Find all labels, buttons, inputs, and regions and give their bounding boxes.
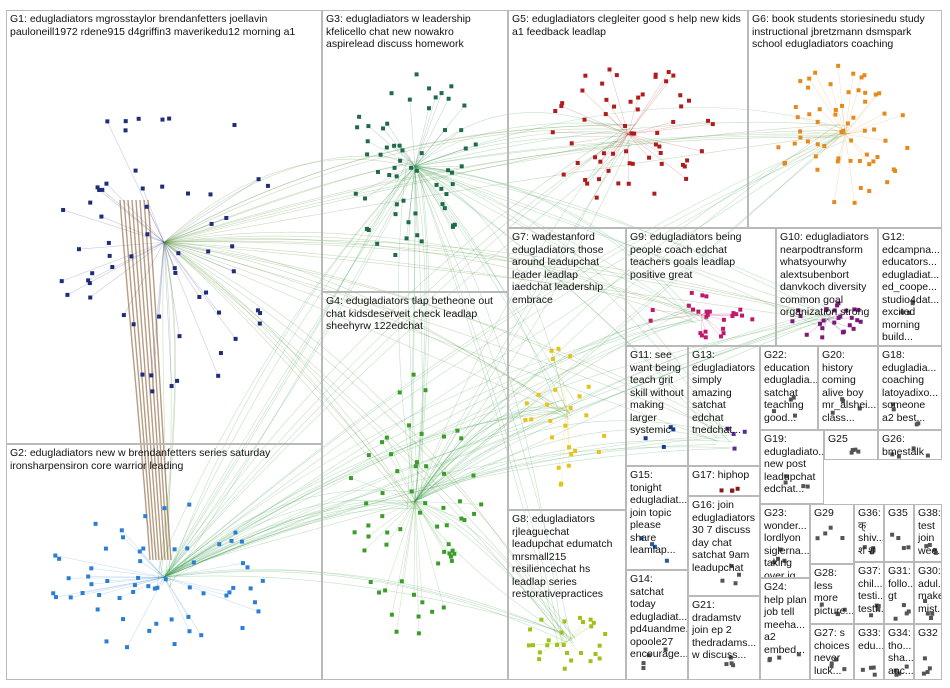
group-box-g26: G26: bmestalk bbox=[878, 430, 942, 460]
group-box-g33: G33: edu... bbox=[854, 624, 884, 680]
group-box-g15: G15: tonight edugladiat... join topic pl… bbox=[626, 466, 688, 570]
group-label-g16: G16: join edugladiators 30 7 discuss day… bbox=[692, 499, 757, 574]
group-box-g16: G16: join edugladiators 30 7 discuss day… bbox=[688, 496, 760, 596]
group-box-g36: G36: क् shiv... श श bbox=[854, 504, 884, 562]
group-label-g6: G6: book students storiesinedu study ins… bbox=[752, 13, 939, 51]
group-label-g23: G23: wonder... lordlyon siglerna... taki… bbox=[764, 507, 807, 578]
group-box-g7: G7: wadestanford edugladiators those aro… bbox=[508, 228, 626, 510]
group-label-g27: G27: s choices never luck... bbox=[814, 627, 851, 677]
group-label-g18: G18: edugladia... coaching latoyadixo...… bbox=[882, 349, 939, 424]
group-box-g12: G12: edcampna... educators... edugladiat… bbox=[878, 228, 942, 346]
group-label-g33: G33: edu... bbox=[858, 627, 881, 652]
group-box-g24: G24: help plan job tell meeha... a2 embe… bbox=[760, 578, 810, 680]
group-box-g23: G23: wonder... lordlyon siglerna... taki… bbox=[760, 504, 810, 578]
group-label-g19: G19: edugladiato... new post leadupchat … bbox=[764, 433, 821, 496]
group-box-g1: G1: edugladiators mgrosstaylor brendanfe… bbox=[6, 10, 322, 444]
group-label-g14: G14: satchat today edugladiat... pd4uand… bbox=[630, 573, 685, 661]
group-box-g29: G29 bbox=[810, 504, 854, 564]
group-box-g8: G8: edugladiators rjleaguechat leadupcha… bbox=[508, 510, 626, 680]
group-box-g38: G38: test join wee... bbox=[914, 504, 942, 562]
group-label-g31: G31: follo... gt bbox=[888, 565, 911, 603]
group-label-g35: G35 bbox=[888, 507, 911, 520]
group-label-g25: G25 bbox=[828, 433, 875, 446]
group-box-g25: G25 bbox=[824, 430, 878, 460]
group-box-g28: G28: less more picture... bbox=[810, 564, 854, 624]
group-box-g17: G17: hiphop bbox=[688, 466, 760, 496]
group-label-g17: G17: hiphop bbox=[692, 469, 757, 482]
group-box-g22: G22: education edugladia... satchat teac… bbox=[760, 346, 818, 430]
group-box-g31: G31: follo... gt bbox=[884, 562, 914, 624]
group-label-g28: G28: less more picture... bbox=[814, 567, 851, 617]
group-box-g18: G18: edugladia... coaching latoyadixo...… bbox=[878, 346, 942, 430]
group-label-g5: G5: edugladiators clegleiter good s help… bbox=[512, 13, 745, 38]
group-label-g8: G8: edugladiators rjleaguechat leadupcha… bbox=[512, 513, 623, 601]
group-label-g38: G38: test join wee... bbox=[918, 507, 939, 557]
group-label-g7: G7: wadestanford edugladiators those aro… bbox=[512, 231, 623, 306]
group-label-g12: G12: edcampna... educators... edugladiat… bbox=[882, 231, 939, 344]
group-box-g4: G4: edugladiators tlap betheone out chat… bbox=[322, 292, 508, 680]
group-box-g27: G27: s choices never luck... bbox=[810, 624, 854, 680]
group-label-g22: G22: education edugladia... satchat teac… bbox=[764, 349, 815, 424]
group-box-g13: G13: edugladiators simply amazing satcha… bbox=[688, 346, 760, 466]
group-label-g34: G34: tho... sha... anc... bbox=[888, 627, 911, 677]
group-box-g5: G5: edugladiators clegleiter good s help… bbox=[508, 10, 748, 228]
group-label-g26: G26: bmestalk bbox=[882, 433, 939, 458]
group-box-g20: G20: history coming alive boy mr_alshei.… bbox=[818, 346, 878, 430]
group-label-g10: G10: edugladiators nearpodtransform what… bbox=[780, 231, 875, 319]
group-label-g4: G4: edugladiators tlap betheone out chat… bbox=[326, 295, 505, 333]
group-box-g19: G19: edugladiato... new post leadupchat … bbox=[760, 430, 824, 504]
group-label-g15: G15: tonight edugladiat... join topic pl… bbox=[630, 469, 685, 557]
group-box-g14: G14: satchat today edugladiat... pd4uand… bbox=[626, 570, 688, 680]
group-label-g24: G24: help plan job tell meeha... a2 embe… bbox=[764, 581, 807, 656]
group-label-g29: G29 bbox=[814, 507, 851, 520]
group-label-g20: G20: history coming alive boy mr_alshei.… bbox=[822, 349, 875, 424]
group-box-g37: G37: chil... testi... testf... bbox=[854, 562, 884, 624]
group-label-g37: G37: chil... testi... testf... bbox=[858, 565, 881, 615]
group-box-g32: G32 bbox=[914, 624, 942, 680]
group-label-g2: G2: edugladiators new w brendanfetters s… bbox=[10, 447, 319, 472]
group-box-g10: G10: edugladiators nearpodtransform what… bbox=[776, 228, 878, 346]
group-label-g30: G30: adul... make mist... bbox=[918, 565, 939, 615]
group-box-g21: G21: dradamstv join ep 2 thedradams... w… bbox=[688, 596, 760, 680]
group-label-g3: G3: edugladiators w leadership kfelicell… bbox=[326, 13, 505, 51]
group-box-g11: G11: see want being teach grit skill wit… bbox=[626, 346, 688, 466]
group-box-g2: G2: edugladiators new w brendanfetters s… bbox=[6, 444, 322, 680]
group-box-g35: G35 bbox=[884, 504, 914, 562]
group-label-g36: G36: क् shiv... श श bbox=[858, 507, 881, 557]
group-box-g30: G30: adul... make mist... bbox=[914, 562, 942, 624]
group-label-g13: G13: edugladiators simply amazing satcha… bbox=[692, 349, 757, 437]
group-label-g21: G21: dradamstv join ep 2 thedradams... w… bbox=[692, 599, 757, 662]
group-label-g9: G9: edugladiators being people coach edc… bbox=[630, 231, 773, 281]
group-box-g34: G34: tho... sha... anc... bbox=[884, 624, 914, 680]
group-label-g11: G11: see want being teach grit skill wit… bbox=[630, 349, 685, 437]
group-box-g6: G6: book students storiesinedu study ins… bbox=[748, 10, 942, 228]
group-box-g3: G3: edugladiators w leadership kfelicell… bbox=[322, 10, 508, 292]
group-label-g1: G1: edugladiators mgrosstaylor brendanfe… bbox=[10, 13, 319, 38]
group-label-g32: G32 bbox=[918, 627, 939, 640]
group-box-g9: G9: edugladiators being people coach edc… bbox=[626, 228, 776, 346]
